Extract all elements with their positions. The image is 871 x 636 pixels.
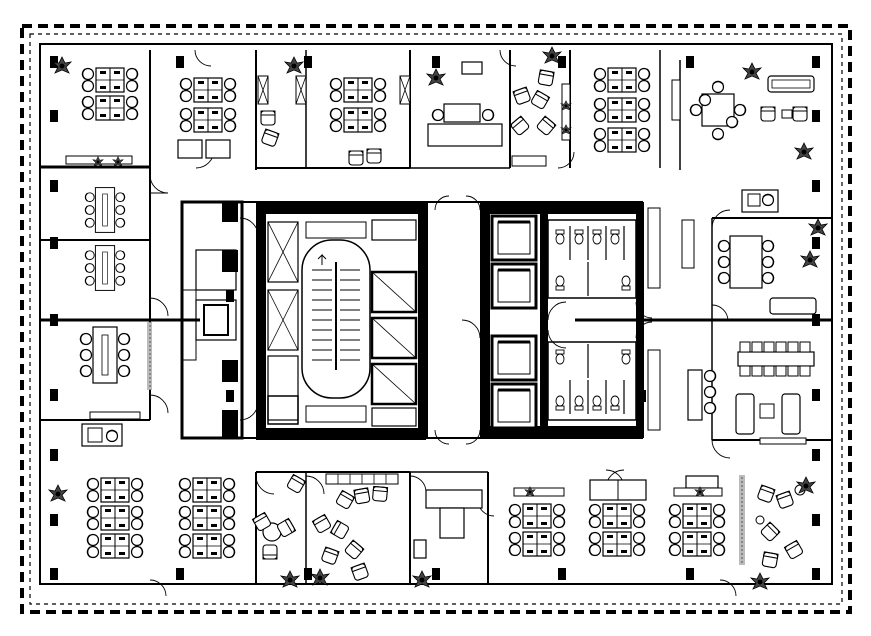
curtain-wall — [20, 24, 852, 614]
glass-partitions — [147, 322, 745, 565]
door-swings — [149, 49, 737, 597]
meeting-rooms — [81, 80, 815, 384]
building-core — [180, 200, 695, 440]
core-shaft-details — [257, 75, 417, 405]
